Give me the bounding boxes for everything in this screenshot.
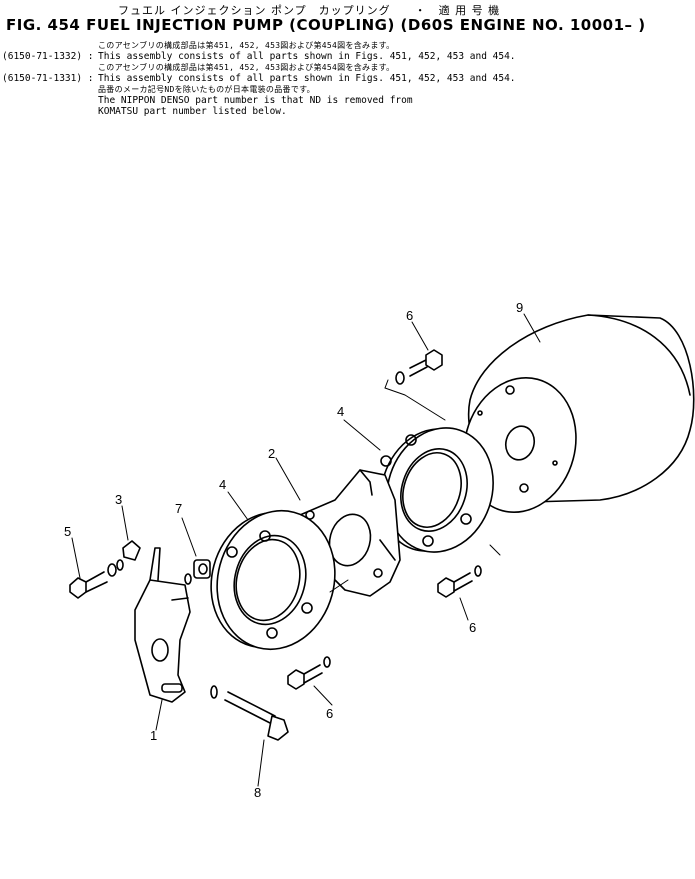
callout-8: 8 — [254, 785, 261, 800]
note-text-4: KOMATSU part number listed below. — [98, 106, 287, 117]
callout-6-bottom: 6 — [326, 706, 333, 721]
bolt-6-top-part — [395, 349, 443, 385]
callout-7: 7 — [175, 501, 182, 516]
bolt-6-bottom-part — [287, 656, 331, 690]
nut-7-part — [184, 559, 211, 585]
note-text-1: This assembly consists of all parts show… — [98, 51, 516, 62]
note-code-2: (6150-71-1331) : — [2, 73, 94, 84]
callout-4-right: 4 — [337, 404, 344, 419]
leader-lines — [71, 313, 541, 787]
bolt-8-part — [210, 685, 289, 741]
callout-3: 3 — [115, 492, 122, 507]
note-jp-3: 品番のメーカ記号NDを除いたものが日本電装の品番です。 — [98, 85, 315, 94]
callout-5: 5 — [64, 524, 71, 539]
bolt-5-part — [69, 559, 124, 599]
bolt-6-right-part — [437, 565, 482, 598]
note-text-2: This assembly consists of all parts show… — [98, 73, 516, 84]
flange-plate-right-part — [379, 427, 494, 553]
callout-1: 1 — [150, 728, 157, 743]
callout-9: 9 — [516, 300, 523, 315]
bracket-part — [134, 547, 191, 703]
flange-plate-left-part — [210, 509, 336, 651]
japanese-title: フュエル インジェクション ポンプ カップリング ・ 適 用 号 機 — [118, 4, 501, 17]
note-jp-2: このアセンブリの構成部品は第451, 452, 453図および第454図を含みま… — [98, 63, 395, 72]
note-code-1: (6150-71-1332) : — [2, 51, 94, 62]
small-plate-part — [122, 540, 141, 561]
callout-4-left: 4 — [219, 477, 226, 492]
callout-6-top: 6 — [406, 308, 413, 323]
callout-6-right: 6 — [469, 620, 476, 635]
figure-title: FIG. 454 FUEL INJECTION PUMP (COUPLING) … — [6, 16, 646, 34]
assembly-guide-lines — [329, 379, 501, 593]
callout-2: 2 — [268, 446, 275, 461]
note-jp-1: このアセンブリの構成部品は第451, 452, 453図および第454図を含みま… — [98, 41, 395, 50]
note-text-3: The NIPPON DENSO part number is that ND … — [98, 95, 413, 106]
